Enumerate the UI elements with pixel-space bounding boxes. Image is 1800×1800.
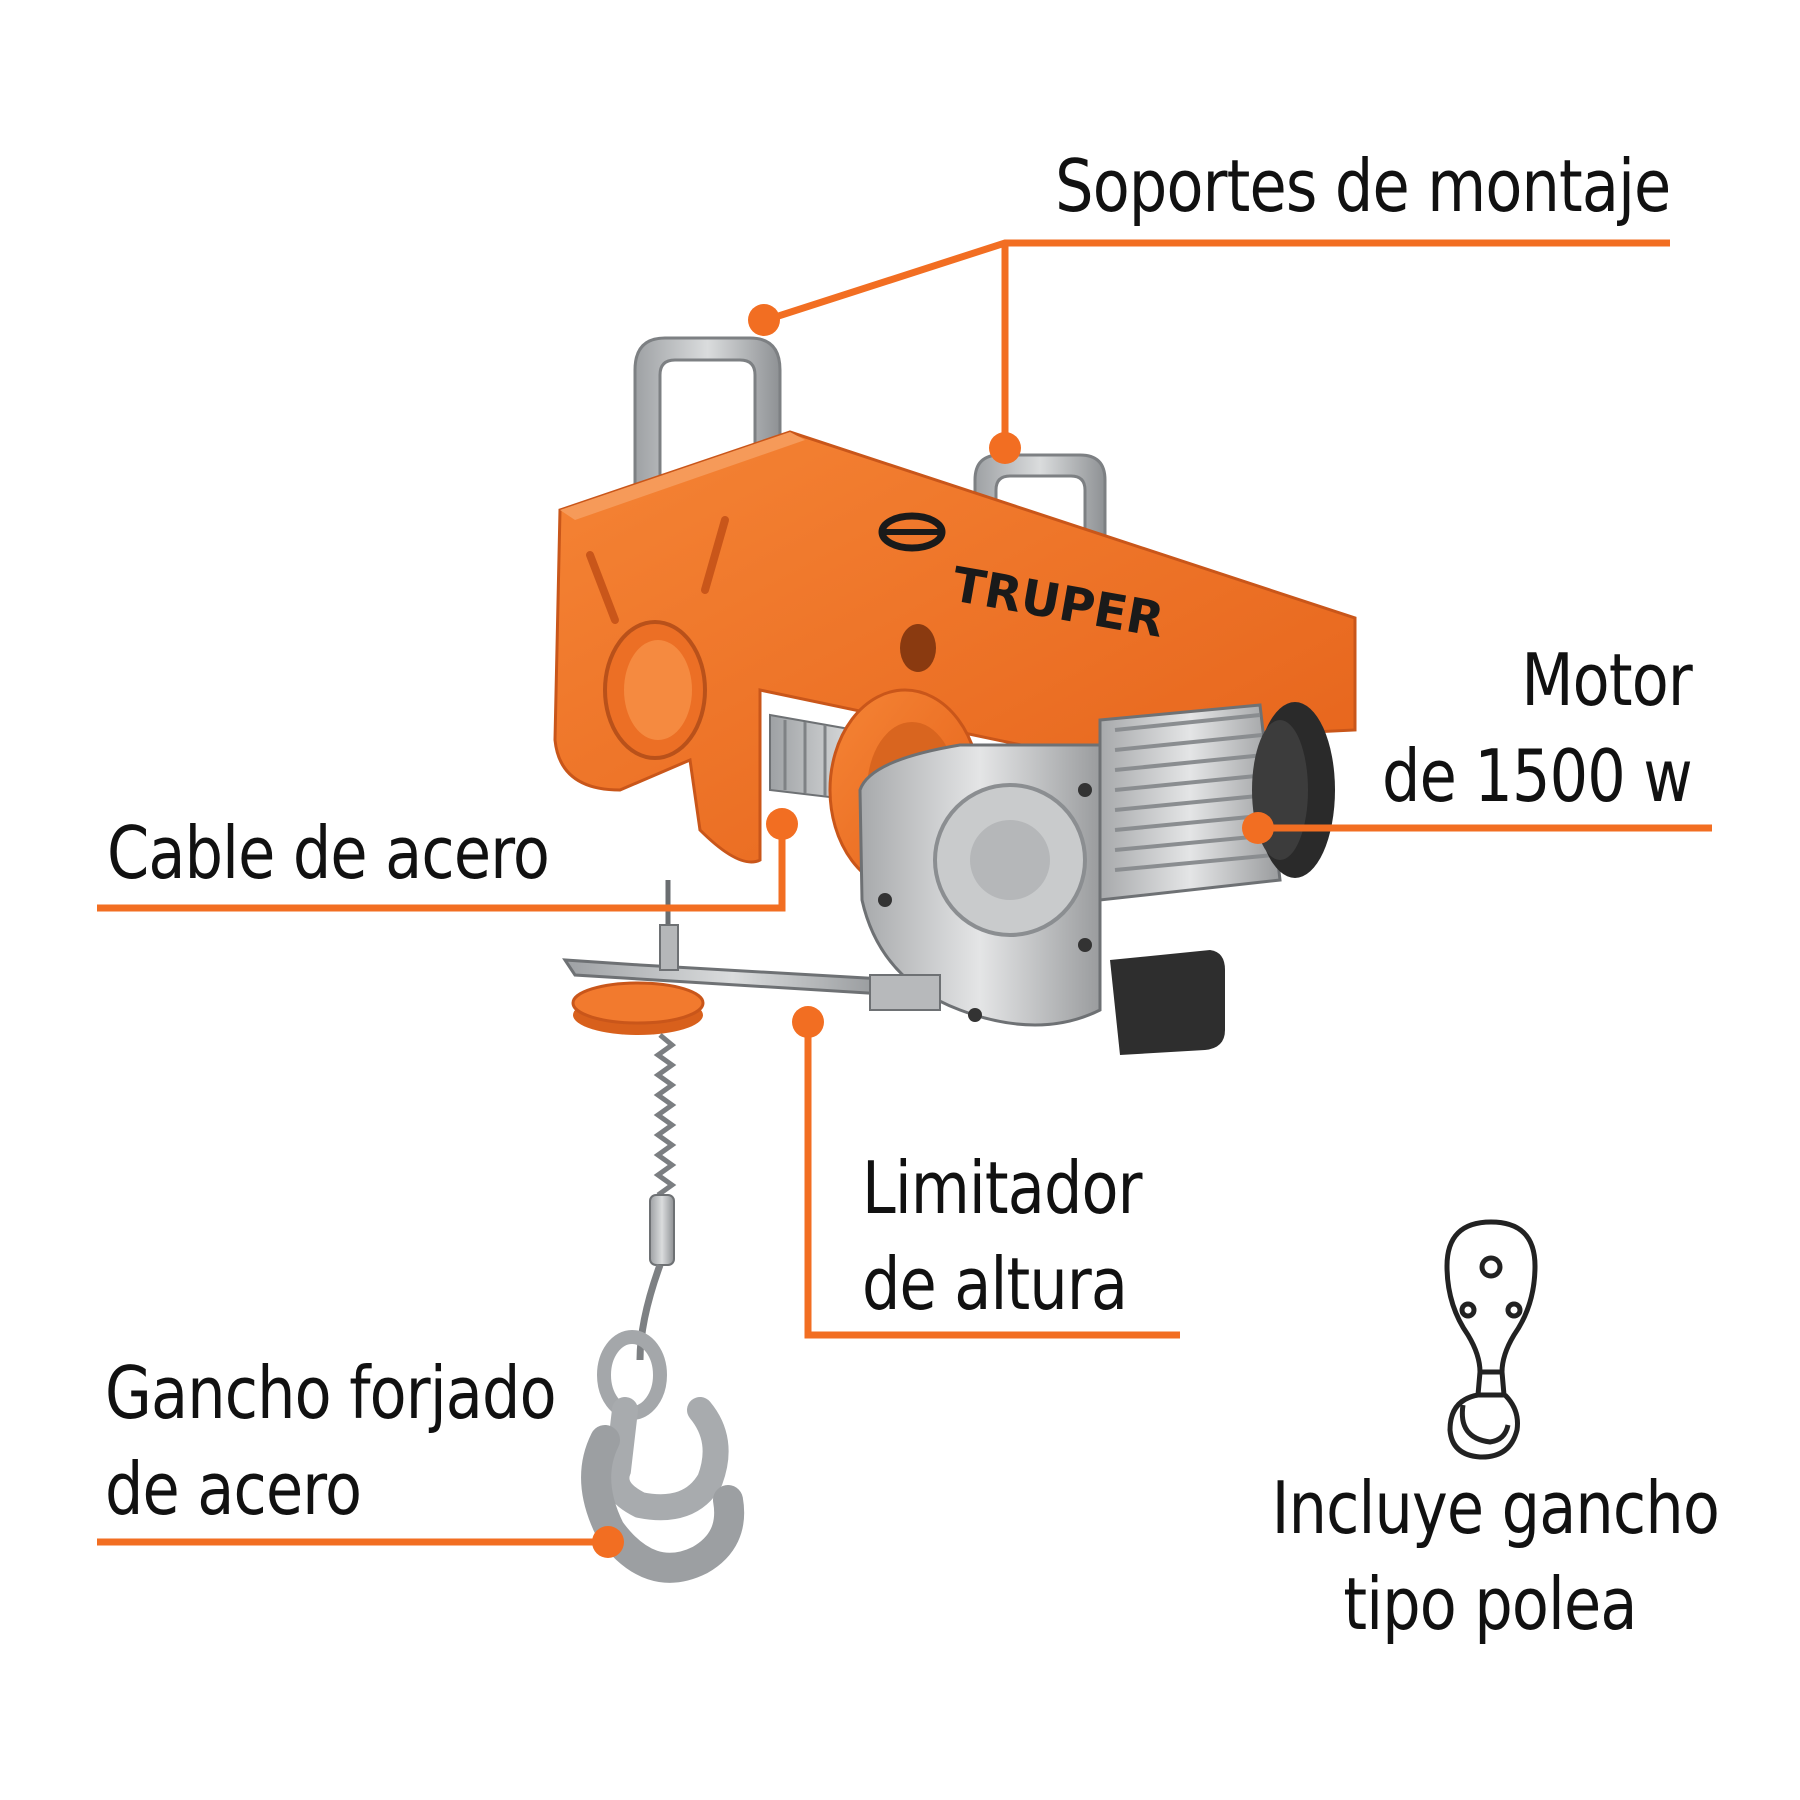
- mounting-leader-line: [758, 239, 1670, 326]
- callout-motor: Motor de 1500 w: [1382, 632, 1693, 824]
- height-limiter-arm: [562, 958, 941, 1035]
- callout-steel-cable: Cable de acero: [107, 805, 550, 901]
- hook-dot: [592, 1526, 624, 1558]
- limiter-label-line2: de altura: [862, 1242, 1128, 1326]
- callout-height-limiter: Limitador de altura: [862, 1140, 1143, 1332]
- hook-label-line2: de acero: [105, 1447, 362, 1531]
- mounting-dot-2: [989, 432, 1021, 464]
- pulley-label-line2: tipo polea: [1343, 1562, 1637, 1646]
- callout-pulley-hook: Incluye gancho tipo polea: [1271, 1460, 1720, 1652]
- cable-label-text: Cable de acero: [107, 811, 550, 895]
- motor-label-line2: de 1500 w: [1382, 734, 1693, 818]
- hook-label-line1: Gancho forjado: [105, 1351, 557, 1435]
- mounting-label-text: Soportes de montaje: [1054, 144, 1671, 228]
- hook-assembly: [581, 880, 745, 1583]
- limiter-label-line1: Limitador: [862, 1146, 1143, 1230]
- callout-mounting-supports: Soportes de montaje: [1054, 138, 1671, 234]
- callout-lines: [97, 239, 1712, 1546]
- callout-forged-hook: Gancho forjado de acero: [105, 1345, 557, 1537]
- pulley-hook-icon: [1444, 1219, 1538, 1460]
- pulley-label-line1: Incluye gancho: [1271, 1466, 1720, 1550]
- motor-dot: [1242, 812, 1274, 844]
- mounting-dot-1: [748, 304, 780, 336]
- callout-dots: [592, 304, 1274, 1558]
- cable-dot: [766, 808, 798, 840]
- motor-label-line1: Motor: [1521, 638, 1692, 722]
- limiter-dot: [792, 1006, 824, 1038]
- limiter-leader-line: [804, 1022, 1180, 1339]
- cable-leader-line: [97, 824, 786, 912]
